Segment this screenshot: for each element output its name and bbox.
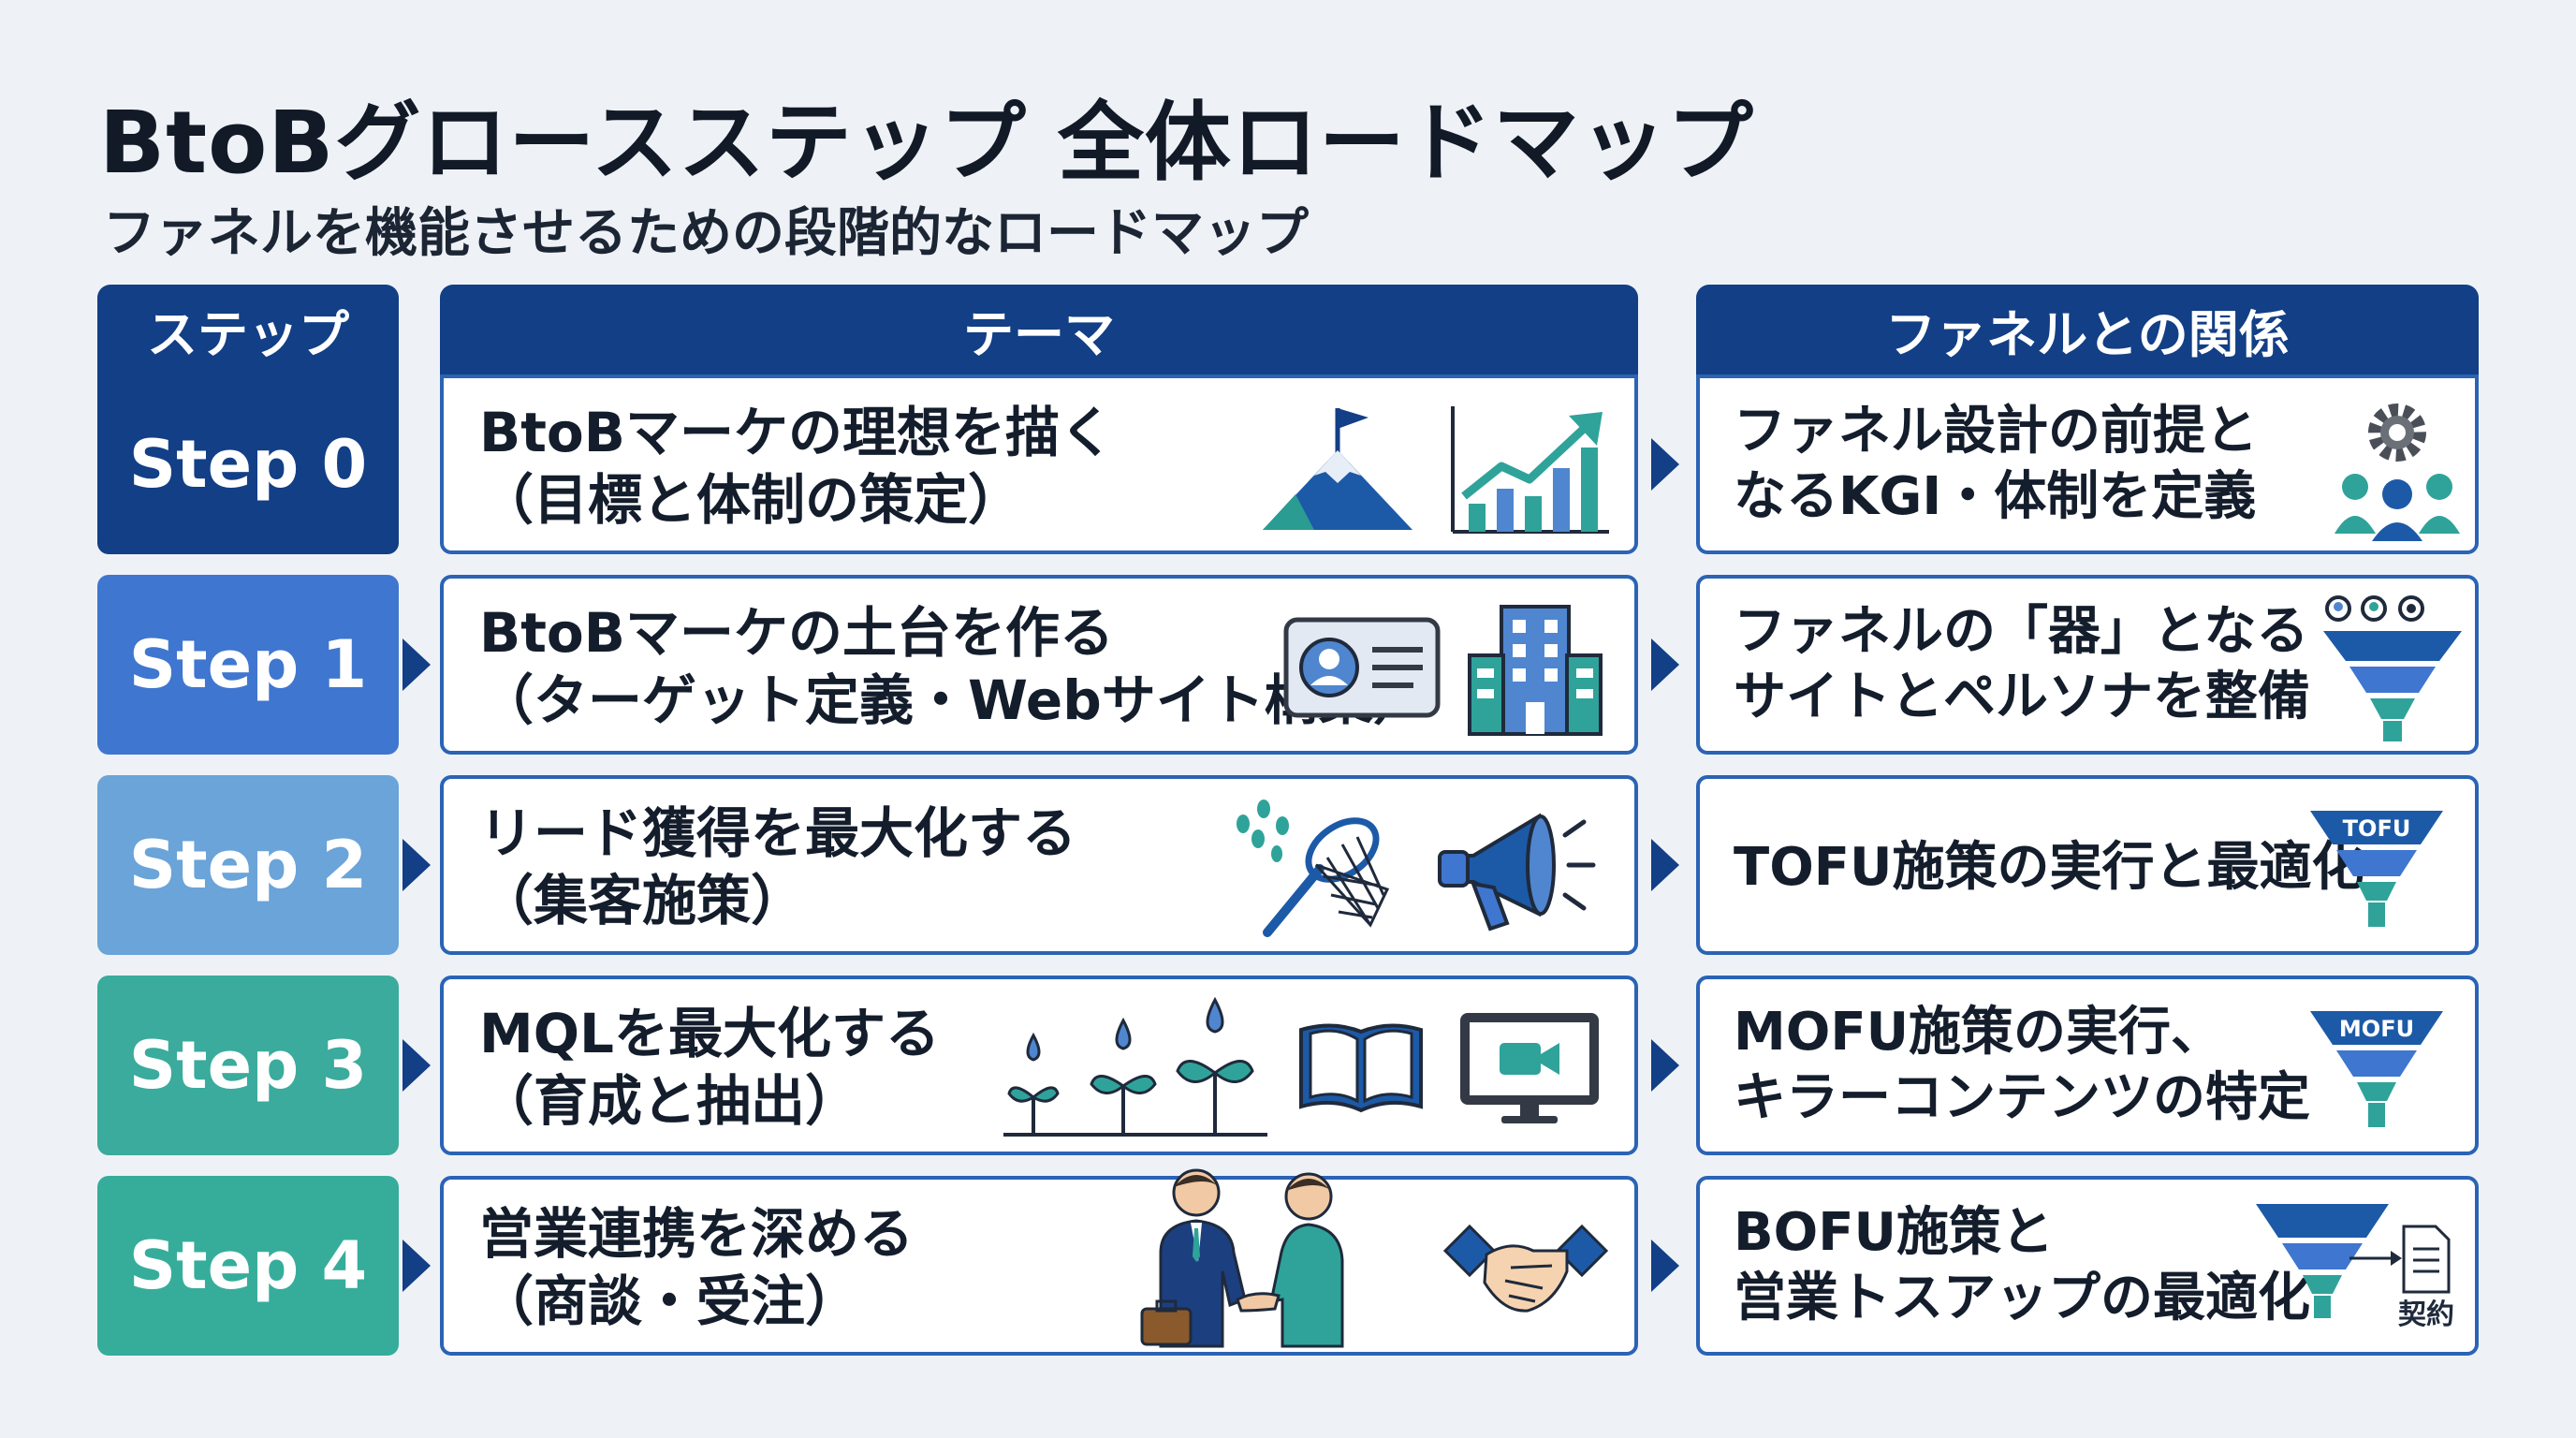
relation-line: ファネル設計の前提と [1734,401,2258,462]
relation-line: なるKGI・体制を定義 [1734,466,2257,527]
theme-cell: 営業連携を深める （商談・受注） [440,1168,1638,1356]
flow-arrow [1651,438,1679,491]
relation-cell: MOFU施策の実行、 キラーコンテンツの特定 MOFU [1696,976,2479,1155]
businessmen-handshake-icon [1140,1168,1344,1348]
id-card-icon [1283,617,1441,718]
relation-line: TOFU施策の実行と最適化 [1734,837,2364,898]
theme-title: BtoBマーケの理想を描く [479,401,1114,464]
mountain-flag-icon [1263,408,1412,530]
theme-text: 営業連携を深める （商談・受注） [479,1200,914,1335]
relation-text: ファネル設計の前提と なるKGI・体制を定義 [1734,399,2258,530]
theme-cell: BtoBマーケの理想を描く （目標と体制の策定） [440,374,1638,554]
header-relation: ファネルとの関係 [1696,285,2479,374]
theme-detail: （育成と抽出） [479,1069,860,1133]
relation-line: 営業トスアップの最適化 [1734,1268,2310,1328]
theme-title: 営業連携を深める [479,1202,915,1266]
relation-text: BOFU施策と 営業トスアップの最適化 [1734,1200,2310,1331]
handshake-icon [1442,1224,1609,1313]
persona-funnel-icon [2323,595,2462,741]
theme-detail: （ターゲット定義・Webサイト構築） [479,668,1427,732]
theme-cell: リード獲得を最大化する （集客施策） [440,775,1638,955]
roadmap-row-2: Step 2 リード獲得を最大化する （集客施策） [0,775,2576,955]
theme-text: MQLを最大化する （育成と抽出） [479,1000,940,1135]
roadmap-row-1: Step 1 BtoBマーケの土台を作る （ターゲット定義・Webサイト構築） [0,575,2576,755]
theme-cell: BtoBマーケの土台を作る （ターゲット定義・Webサイト構築） [440,575,1638,755]
tofu-funnel-icon: TOFU [2310,811,2443,927]
theme-cell: MQLを最大化する （育成と抽出） [440,976,1638,1155]
theme-detail: （集客施策） [479,869,806,932]
flow-arrow [1651,1039,1679,1092]
sprouts-icon [1003,996,1267,1137]
funnel-stage-label: MOFU [2339,1016,2414,1042]
relation-line: キラーコンテンツの特定 [1734,1067,2310,1128]
relation-cell: ファネルの「器」となる サイトとペルソナを整備 [1696,575,2479,755]
relation-cell: TOFU施策の実行と最適化 TOFU [1696,775,2479,955]
theme-title: MQLを最大化する [479,1002,940,1065]
step-label: Step 0 [97,374,399,554]
flow-arrow [402,839,431,891]
roadmap-row-0: Step 0 BtoBマーケの理想を描く （目標と体制の策定） ファネル設 [0,374,2576,554]
header-theme: テーマ [440,285,1638,374]
flow-arrow [402,638,431,691]
relation-text: MOFU施策の実行、 キラーコンテンツの特定 [1734,1000,2310,1131]
flow-arrow [1651,1240,1679,1292]
step-label: Step 1 [97,575,399,755]
header-step: ステップ [97,285,399,374]
open-book-icon [1299,1023,1423,1113]
theme-detail: （目標と体制の策定） [479,468,1023,532]
relation-cell: BOFU施策と 営業トスアップの最適化 契約 [1696,1176,2479,1356]
page-title: BtoBグロースステップ 全体ロードマップ [99,93,1754,193]
step-label: Step 3 [97,976,399,1155]
step-label: Step 2 [97,775,399,955]
theme-detail: （商談・受注） [479,1269,860,1333]
relation-line: サイトとペルソナを整備 [1734,667,2310,727]
catch-net-icon [1237,800,1390,937]
theme-title: リード獲得を最大化する [479,801,1077,865]
roadmap-row-3: Step 3 MQLを最大化する （育成と抽出） [0,976,2576,1155]
relation-line: BOFU施策と [1734,1202,2055,1263]
flow-arrow [1651,839,1679,891]
video-monitor-icon [1460,1013,1599,1123]
relation-line: MOFU施策の実行、 [1734,1002,2224,1063]
theme-text: リード獲得を最大化する （集客施策） [479,800,1076,934]
relation-cell: ファネル設計の前提と なるKGI・体制を定義 [1696,374,2479,554]
contract-funnel-icon: 契約 [2256,1204,2454,1331]
page-subtitle: ファネルを機能させるための段階的なロードマップ [103,203,1309,264]
gear-team-icon [2334,404,2460,541]
roadmap-row-4: Step 4 営業連携を深める （商談・受注） BOF [0,1168,2576,1356]
office-building-icon [1468,605,1603,736]
flow-arrow [1651,638,1679,691]
relation-text: ファネルの「器」となる サイトとペルソナを整備 [1734,599,2310,730]
step-label: Step 4 [97,1176,399,1356]
relation-line: ファネルの「器」となる [1734,601,2309,662]
contract-label: 契約 [2398,1299,2454,1331]
mofu-funnel-icon: MOFU [2310,1011,2443,1127]
relation-text: TOFU施策の実行と最適化 [1734,835,2364,901]
flow-arrow [402,1240,431,1292]
theme-text: BtoBマーケの土台を作る （ターゲット定義・Webサイト構築） [479,599,1427,734]
theme-title: BtoBマーケの土台を作る [479,601,1114,665]
megaphone-icon [1438,813,1596,932]
flow-arrow [402,1039,431,1092]
funnel-stage-label: TOFU [2343,815,2411,842]
theme-text: BtoBマーケの理想を描く （目標と体制の策定） [479,399,1114,534]
growth-chart-icon [1451,406,1609,534]
